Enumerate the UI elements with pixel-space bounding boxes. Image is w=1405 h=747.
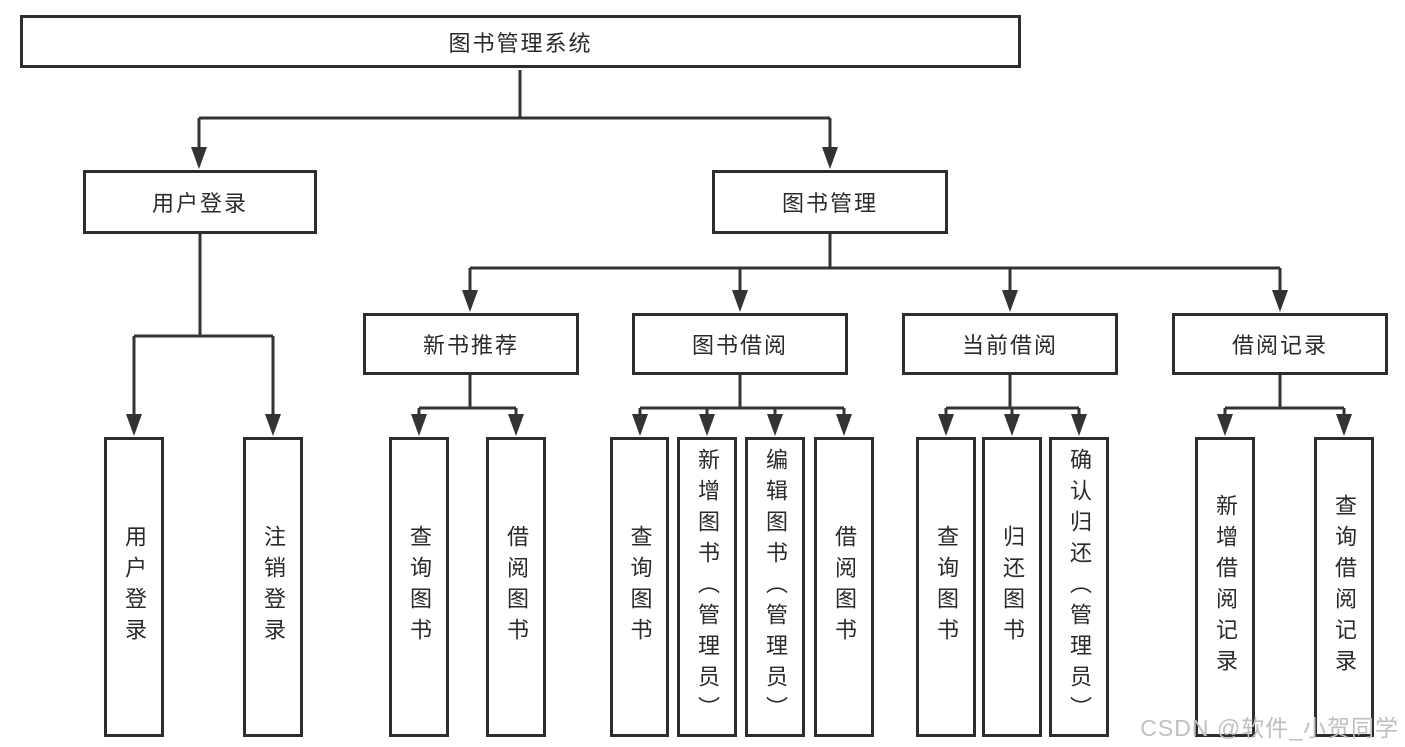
node-new-books: 新书推荐: [363, 313, 579, 375]
branch-book-mgmt-lines: [468, 234, 1282, 293]
arrow-icon: [126, 414, 142, 436]
leaf-bb-query-books: 查询图书: [610, 437, 669, 737]
leaf-br-query-record-label: 查询借阅记录: [1332, 494, 1357, 680]
leaf-bb-edit-books-label: 编辑图书（管理员）: [763, 447, 788, 727]
leaf-nb-borrow-books: 借阅图书: [486, 437, 546, 737]
arrow-icon: [265, 414, 281, 436]
node-current-borrow: 当前借阅: [902, 313, 1118, 375]
leaf-nb-query-books: 查询图书: [389, 437, 449, 737]
leaf-br-query-record: 查询借阅记录: [1314, 437, 1374, 737]
leaf-cb-confirm-return-label: 确认归还（管理员）: [1067, 447, 1092, 727]
arrow-icon: [1272, 290, 1288, 312]
node-borrow-records: 借阅记录: [1172, 313, 1388, 375]
arrow-icon: [767, 414, 783, 436]
watermark: CSDN @软件_小贺同学: [1140, 715, 1399, 741]
leaf-br-add-record: 新增借阅记录: [1195, 437, 1255, 737]
node-book-borrow-label: 图书借阅: [691, 333, 788, 358]
leaf-logout: 注销登录: [243, 437, 303, 737]
arrow-icon: [632, 414, 648, 436]
branch-current-borrow-lines: [944, 375, 1081, 417]
leaf-cb-return-books-label: 归还图书: [1000, 525, 1025, 649]
arrow-icon: [822, 147, 838, 169]
branch-book-borrow-lines: [638, 375, 846, 417]
branch-borrow-records-lines: [1223, 375, 1346, 417]
arrow-icon: [1004, 414, 1020, 436]
branch-user-login-lines: [132, 234, 275, 416]
arrow-icon: [1217, 414, 1233, 436]
arrow-icon: [508, 414, 524, 436]
arrow-icon: [1071, 414, 1087, 436]
arrow-icon: [1336, 414, 1352, 436]
arrowheads: [126, 147, 1352, 436]
leaf-bb-query-books-label: 查询图书: [627, 525, 653, 649]
node-borrow-records-label: 借阅记录: [1231, 333, 1328, 358]
branch-root-lines: [197, 70, 832, 150]
leaf-nb-query-books-label: 查询图书: [407, 525, 432, 649]
node-book-borrow: 图书借阅: [632, 313, 848, 375]
leaf-bb-borrow-books: 借阅图书: [814, 437, 874, 737]
leaf-bb-edit-books: 编辑图书（管理员）: [745, 437, 805, 737]
node-new-books-label: 新书推荐: [422, 333, 519, 358]
leaf-logout-label: 注销登录: [261, 525, 286, 649]
arrow-icon: [938, 414, 954, 436]
leaf-bb-borrow-books-label: 借阅图书: [832, 525, 857, 649]
node-user-login: 用户登录: [83, 170, 317, 234]
leaf-nb-borrow-books-label: 借阅图书: [504, 525, 529, 649]
leaf-cb-query-books-label: 查询图书: [934, 525, 959, 649]
node-user-login-label: 用户登录: [151, 191, 248, 216]
leaf-bb-add-books-label: 新增图书（管理员）: [695, 447, 720, 727]
arrow-icon: [411, 414, 427, 436]
arrow-icon: [699, 414, 715, 436]
arrow-icon: [836, 414, 852, 436]
branch-new-books-lines: [417, 375, 518, 417]
node-book-mgmt: 图书管理: [712, 170, 948, 234]
node-book-mgmt-label: 图书管理: [781, 191, 878, 216]
arrow-icon: [191, 147, 207, 169]
leaf-user-login: 用户登录: [104, 437, 164, 737]
node-root: 图书管理系统: [20, 15, 1021, 68]
leaf-cb-return-books: 归还图书: [982, 437, 1042, 737]
leaf-user-login-label: 用户登录: [122, 525, 147, 649]
leaf-bb-add-books: 新增图书（管理员）: [677, 437, 737, 737]
leaf-cb-query-books: 查询图书: [916, 437, 976, 737]
leaf-br-add-record-label: 新增借阅记录: [1213, 494, 1238, 680]
arrow-icon: [732, 290, 748, 312]
leaf-cb-confirm-return: 确认归还（管理员）: [1049, 437, 1109, 737]
node-current-borrow-label: 当前借阅: [961, 333, 1058, 358]
arrow-icon: [462, 290, 478, 312]
arrow-icon: [1002, 290, 1018, 312]
node-root-label: 图书管理系统: [448, 30, 593, 56]
